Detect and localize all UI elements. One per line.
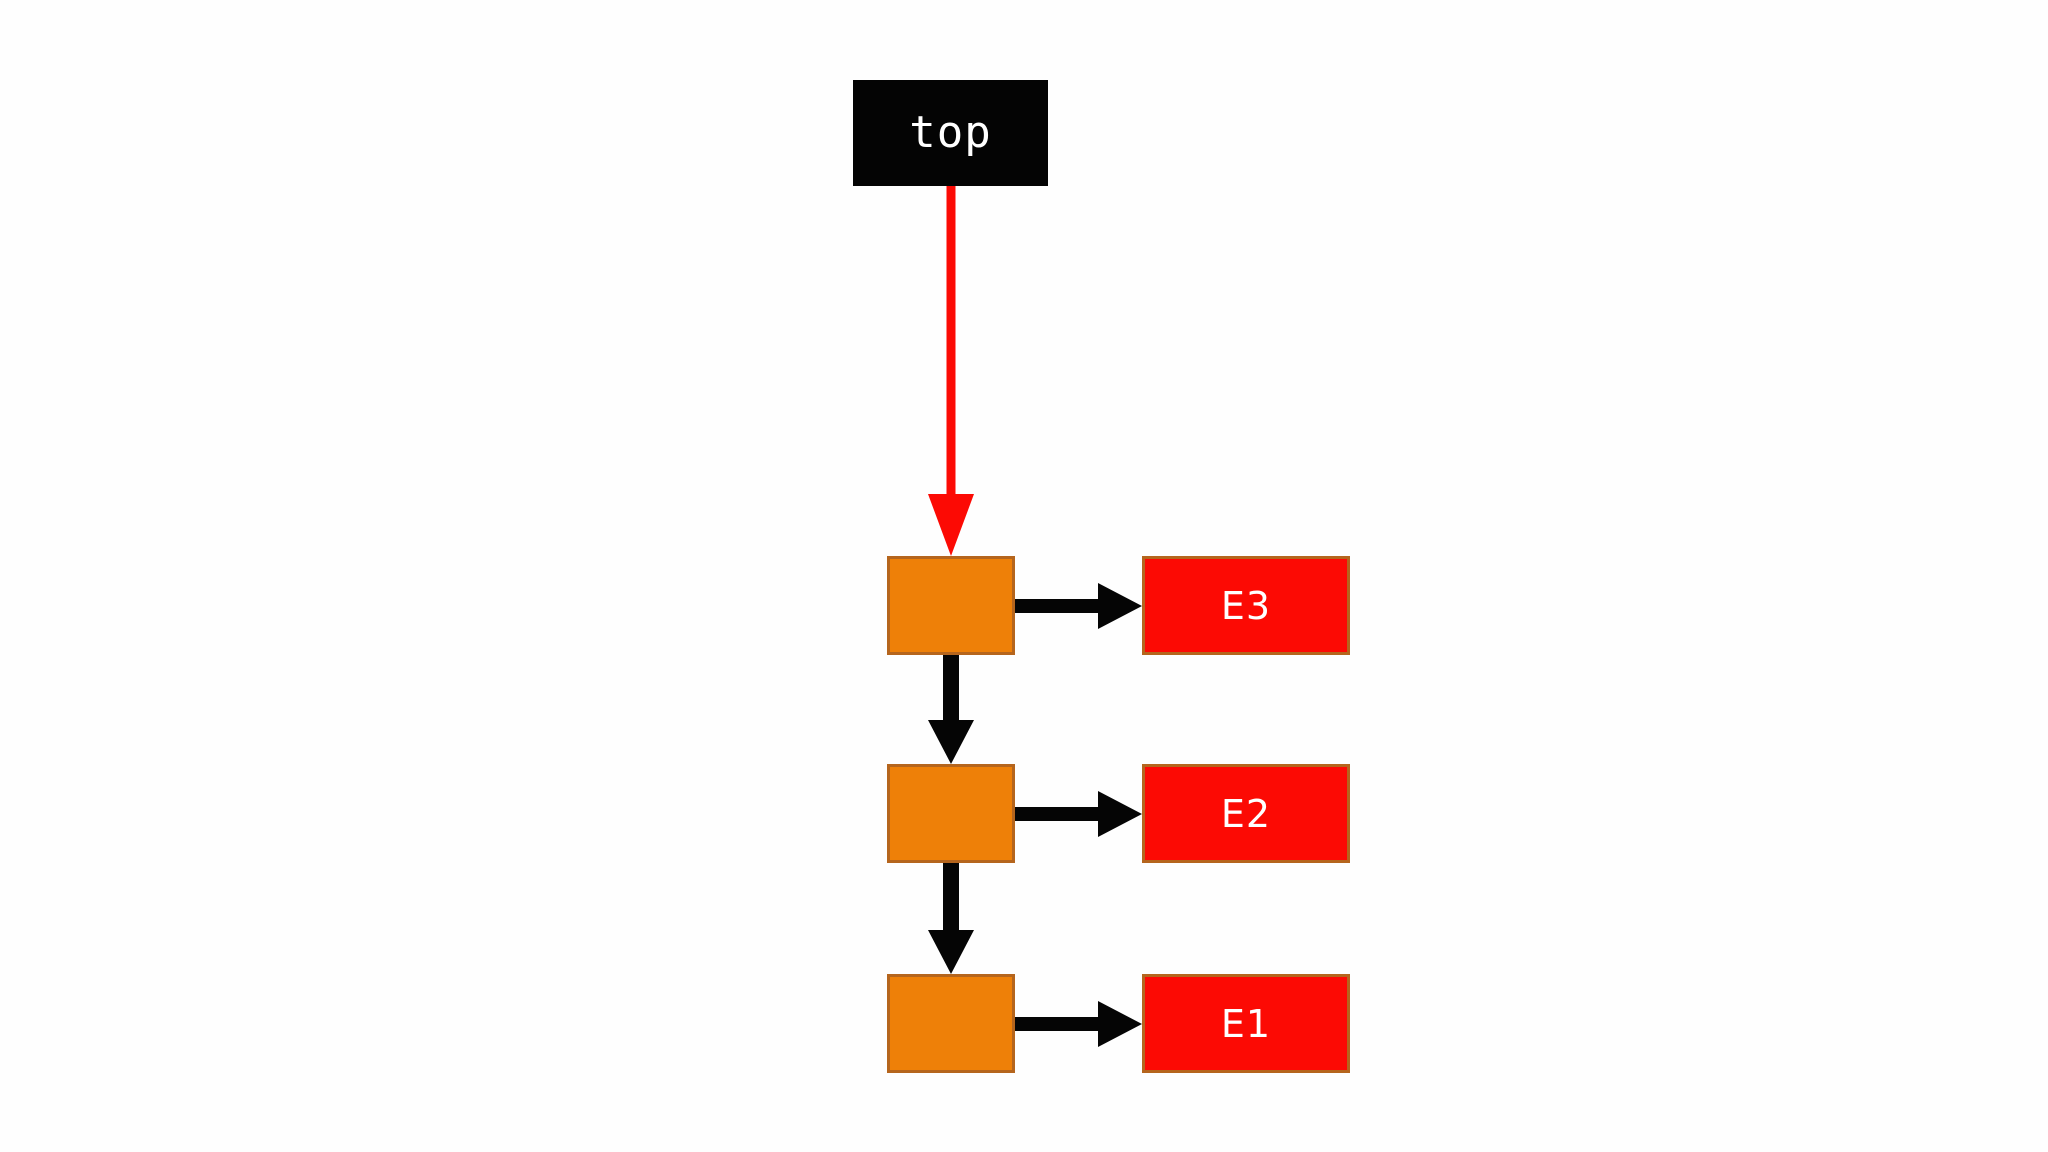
node-event-e3[interactable]: E3 — [1142, 556, 1350, 655]
edge-arrow — [1015, 583, 1142, 629]
edge-arrow — [1015, 791, 1142, 837]
edge-stage1-event1 — [1015, 1001, 1142, 1047]
edge-stage2-stage1 — [928, 863, 974, 974]
node-top[interactable]: top — [853, 80, 1048, 186]
edge-stage3-stage2 — [928, 655, 974, 764]
edge-top-stage3 — [928, 186, 974, 556]
node-event-e3-label: E3 — [1220, 583, 1272, 628]
node-event-e1[interactable]: E1 — [1142, 974, 1350, 1073]
node-stage-2[interactable] — [887, 764, 1015, 863]
node-top-label: top — [909, 107, 992, 158]
edge-arrow — [928, 186, 974, 556]
edge-arrow — [1015, 1001, 1142, 1047]
edge-stage3-event3 — [1015, 583, 1142, 629]
node-event-e2-label: E2 — [1220, 791, 1272, 836]
edge-arrow — [928, 863, 974, 974]
edge-arrow — [928, 655, 974, 764]
edge-stage2-event2 — [1015, 791, 1142, 837]
node-stage-3[interactable] — [887, 556, 1015, 655]
node-event-e1-label: E1 — [1220, 1001, 1272, 1046]
node-event-e2[interactable]: E2 — [1142, 764, 1350, 863]
node-stage-1[interactable] — [887, 974, 1015, 1073]
